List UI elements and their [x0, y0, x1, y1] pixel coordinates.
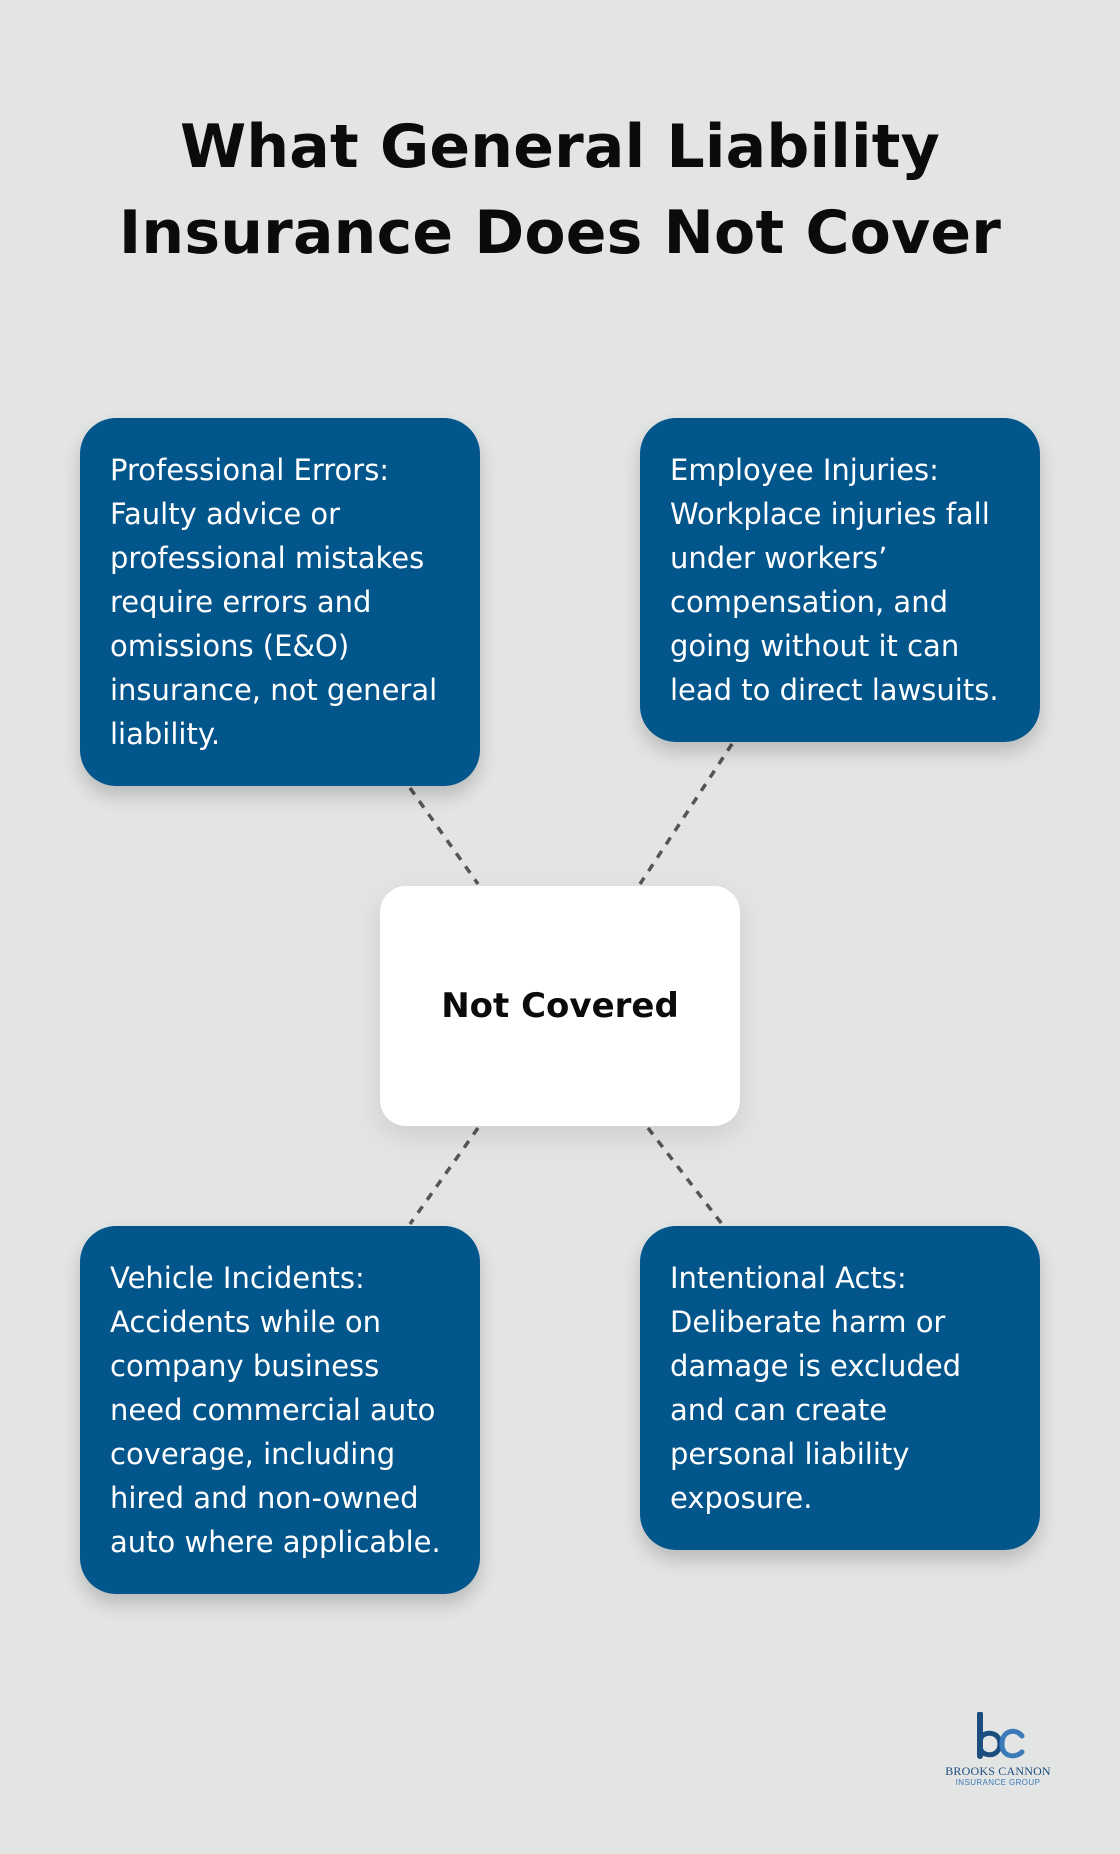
page-title-line-1: What General Liability [180, 112, 940, 182]
center-label: Not Covered [441, 986, 679, 1026]
card-vehicle-incidents: Vehicle Incidents: Accidents while on co… [80, 1226, 480, 1594]
connector-employee-injuries [638, 743, 734, 885]
brooks-cannon-logo: BROOKS CANNON INSURANCE GROUP [938, 1712, 1058, 1792]
connector-vehicle-incidents [408, 1126, 480, 1226]
bc-monogram-icon [977, 1712, 1025, 1759]
card-description: Accidents while on company business need… [110, 1305, 441, 1559]
card-title: Professional Errors: [110, 453, 390, 487]
connector-professional-errors [408, 786, 480, 886]
card-description: Faulty advice or professional mistakes r… [110, 497, 438, 751]
page-title-line-2: Insurance Does Not Cover [118, 198, 1002, 268]
card-professional-errors: Professional Errors: Faulty advice or pr… [80, 418, 480, 786]
center-node-not-covered: Not Covered [380, 886, 740, 1126]
card-employee-injuries: Employee Injuries: Workplace injuries fa… [640, 418, 1040, 742]
card-title: Employee Injuries: [670, 453, 939, 487]
card-title: Intentional Acts: [670, 1261, 907, 1295]
logo-name: BROOKS CANNON [945, 1764, 1051, 1778]
page-title: What General Liability Insurance Does No… [60, 104, 1060, 276]
card-intentional-acts: Intentional Acts: Deliberate harm or dam… [640, 1226, 1040, 1550]
logo-subtitle: INSURANCE GROUP [955, 1778, 1041, 1787]
connector-intentional-acts [646, 1126, 724, 1226]
card-title: Vehicle Incidents: [110, 1261, 365, 1295]
card-description: Deliberate harm or damage is excluded an… [670, 1305, 962, 1515]
card-description: Workplace injuries fall under workers’ c… [670, 497, 999, 707]
